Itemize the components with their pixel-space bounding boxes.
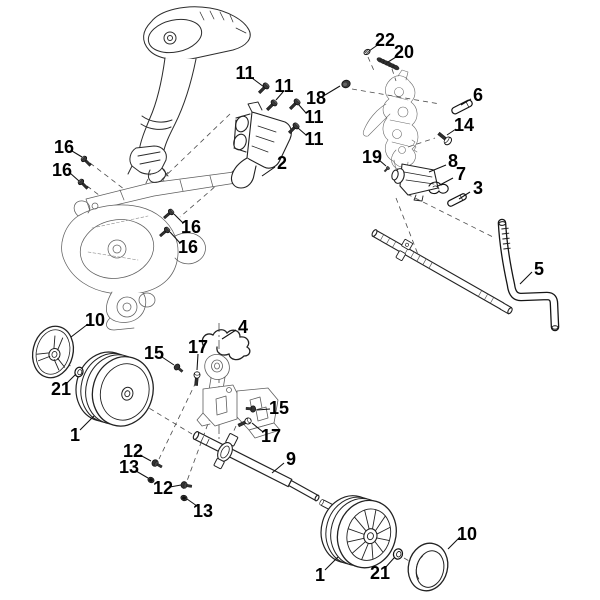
spring-part20 <box>376 57 400 71</box>
screws-part16 <box>77 155 175 238</box>
nut-part13-icon <box>147 476 155 484</box>
wire-clip-part4 <box>201 329 251 361</box>
callout-label-16-b: 16 <box>52 160 72 180</box>
pin-part6 <box>451 99 473 115</box>
adjuster-housing-part8 <box>391 163 439 202</box>
screw-part15-icon <box>245 405 256 413</box>
callout-label-17-a: 17 <box>188 337 208 357</box>
callout-label-11-b: 11 <box>274 76 293 96</box>
screw-part16-icon <box>163 208 175 220</box>
wheel-part1-left <box>75 351 154 427</box>
clip-part7 <box>428 181 449 195</box>
callout-label-16-d: 16 <box>178 237 198 257</box>
nut-part21-left <box>74 366 84 378</box>
bolt-part12-icon <box>180 481 193 489</box>
callout-label-17-b: 17 <box>261 426 281 446</box>
callout-label-1-a: 1 <box>70 425 80 445</box>
tine-shaft <box>371 229 513 315</box>
callout-label-7: 7 <box>456 164 466 184</box>
callout-label-16-c: 16 <box>181 217 201 237</box>
callout-label-5: 5 <box>534 259 544 279</box>
screw-part11-icon <box>288 122 300 134</box>
screw-part16-icon <box>159 226 171 238</box>
screw-part15-icon <box>173 363 184 373</box>
callout-label-10-b: 10 <box>457 524 477 544</box>
gearbox-housing <box>61 171 237 331</box>
callout-label-1-b: 1 <box>315 565 325 585</box>
callout-label-22: 22 <box>375 30 395 50</box>
bolt-part17-icon <box>193 371 201 386</box>
callout-label-15-a: 15 <box>144 343 164 363</box>
screw-part11-icon <box>258 82 270 94</box>
axle-collar <box>213 433 239 470</box>
callout-label-9: 9 <box>286 449 296 469</box>
bolt-part12-icon <box>151 459 163 469</box>
callout-label-11-a: 11 <box>235 63 254 83</box>
callout-label-11-d: 11 <box>304 129 323 149</box>
callout-label-16-a: 16 <box>54 137 74 157</box>
mount-bracket-part2 <box>230 101 292 189</box>
callout-label-15-b: 15 <box>269 398 289 418</box>
screws-part11 <box>258 82 301 134</box>
handlebar-mount-head <box>143 6 251 61</box>
nut-part21-right <box>392 548 404 560</box>
callout-label-21-b: 21 <box>370 563 390 583</box>
cap-nut-part18 <box>341 79 351 89</box>
screw-part11-icon <box>289 98 301 110</box>
fasteners-15-17 <box>173 363 256 428</box>
pin-part19 <box>383 166 390 173</box>
callout-label-6: 6 <box>473 85 483 105</box>
nut-part13-icon <box>180 494 188 502</box>
callout-label-14: 14 <box>454 115 474 135</box>
axle-part9 <box>192 431 334 511</box>
crank-handle-part5 <box>497 218 560 332</box>
callout-label-2: 2 <box>277 153 287 173</box>
pin-part3 <box>447 193 467 207</box>
fasteners-12-13 <box>147 459 193 502</box>
callout-label-11-c: 11 <box>304 107 323 127</box>
depth-stake-bracket <box>196 353 281 439</box>
screw-part16-icon <box>80 155 92 167</box>
hub-cap-part10-left <box>31 325 75 379</box>
steering-column <box>127 57 197 183</box>
leader-lines <box>65 43 533 571</box>
callout-label-3: 3 <box>473 178 483 198</box>
callout-label-12-b: 12 <box>153 478 173 498</box>
callout-label-12-a: 12 <box>123 441 143 461</box>
callout-label-13-a: 13 <box>119 457 139 477</box>
shaft-clamp <box>395 239 413 261</box>
bolt-part17-icon <box>237 417 252 428</box>
callout-label-20: 20 <box>394 42 414 62</box>
screw-part11-icon <box>266 99 278 111</box>
callout-label-13-b: 13 <box>193 501 213 521</box>
callout-label-8: 8 <box>448 151 458 171</box>
callout-label-21-a: 21 <box>51 379 71 399</box>
bolt-part14 <box>437 131 453 146</box>
screw-part16-icon <box>77 178 89 190</box>
washer-part22 <box>363 48 371 56</box>
callout-label-19: 19 <box>362 147 382 167</box>
callout-label-10-a: 10 <box>85 310 105 330</box>
callout-labels: 11 11 22 20 18 11 11 6 2 14 16 16 19 8 7… <box>51 30 544 585</box>
wheel-part1-right <box>320 495 397 569</box>
callout-label-4: 4 <box>238 317 248 337</box>
callout-label-18: 18 <box>306 88 326 108</box>
hub-cap-part10-right <box>407 542 449 592</box>
